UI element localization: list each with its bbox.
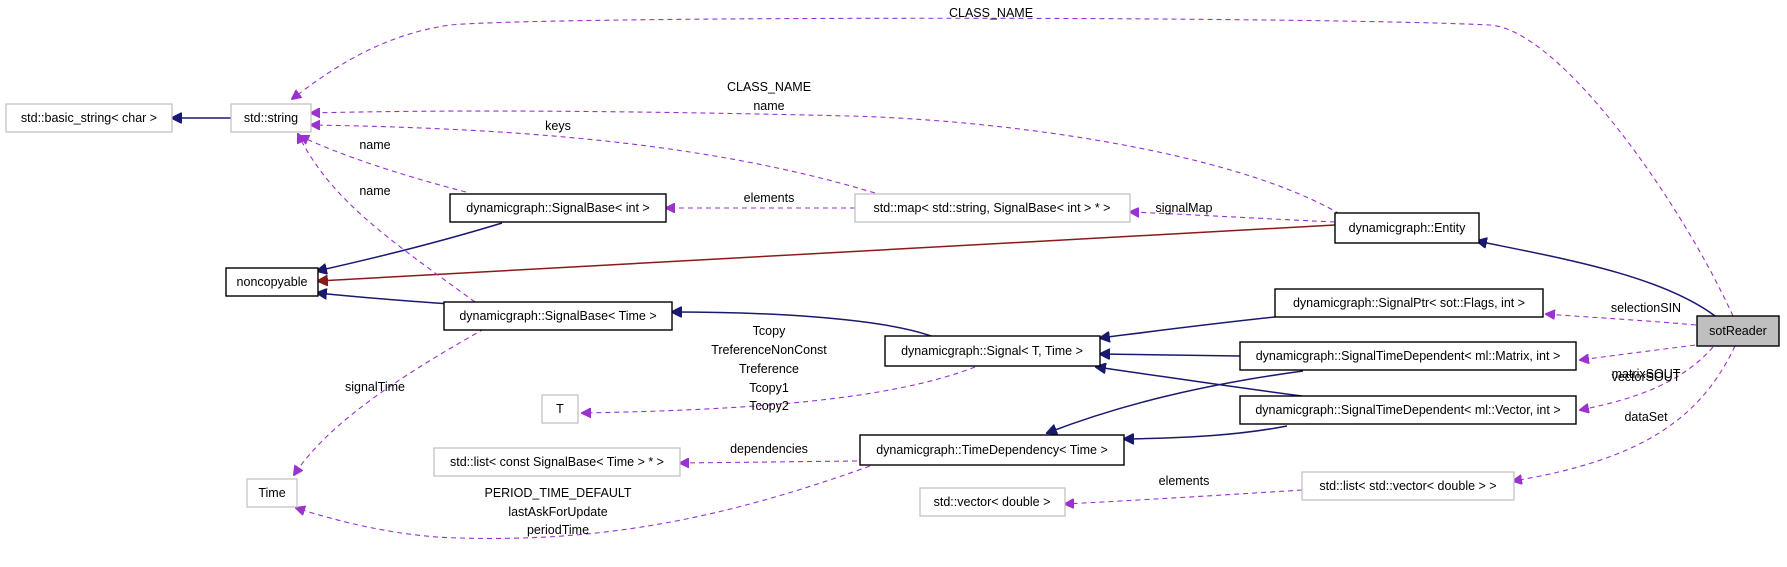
edge-label-class-name-mid: CLASS_NAME <box>727 80 811 94</box>
node-map-label: std::map< std::string, SignalBase< int >… <box>874 201 1111 215</box>
edge-signalptr-to-signal <box>1100 316 1276 338</box>
node-list-vector[interactable]: std::list< std::vector< double > > <box>1301 471 1515 501</box>
edge-label-vector-sout-visible: vectorSOUT <box>1612 370 1681 384</box>
node-signal[interactable]: dynamicgraph::Signal< T, Time > <box>884 335 1101 367</box>
edge-labels: CLASS_NAME CLASS_NAME name keys name nam… <box>345 6 1681 537</box>
edge-label-name-sbtime: name <box>359 184 390 198</box>
edge-std-vector-to-timedependency <box>1124 425 1288 439</box>
edge-signalbase-time-name <box>298 134 476 303</box>
node-basic-string-label: std::basic_string< char > <box>21 111 157 125</box>
edge-signalbase-time-signal-time <box>294 319 501 475</box>
node-signalbase-time[interactable]: dynamicgraph::SignalBase< Time > <box>443 301 673 331</box>
node-std-vector-sig-label: dynamicgraph::SignalTimeDependent< ml::V… <box>1255 403 1560 417</box>
node-std-vector[interactable]: std::vector< double > <box>919 487 1066 517</box>
edge-label-class-name-top: CLASS_NAME <box>949 6 1033 20</box>
edge-label-keys: keys <box>545 119 571 133</box>
node-timedependency[interactable]: dynamicgraph::TimeDependency< Time > <box>859 434 1125 466</box>
edge-std-matrix-to-signal <box>1100 354 1241 356</box>
edge-entity-to-sotreader <box>1477 241 1716 317</box>
edge-sotreader-selection-sin <box>1546 314 1697 326</box>
node-entity-label: dynamicgraph::Entity <box>1349 221 1466 235</box>
edge-label-time-line-2: lastAskForUpdate <box>508 505 607 519</box>
node-std-string-label: std::string <box>244 111 298 125</box>
edge-label-matrix-sout: matrixSOUT <box>1612 367 1681 381</box>
edge-label-signal-time: signalTime <box>345 380 405 394</box>
edge-label-time-line-1: PERIOD_TIME_DEFAULT <box>484 486 631 500</box>
edge-signal-t <box>582 366 976 413</box>
node-noncopyable[interactable]: noncopyable <box>225 267 319 297</box>
node-signalptr-label: dynamicgraph::SignalPtr< sot::Flags, int… <box>1293 296 1525 310</box>
edge-label-t-line-4: Tcopy1 <box>749 381 789 395</box>
edge-label-elements-vector: elements <box>1159 474 1210 488</box>
node-signalptr[interactable]: dynamicgraph::SignalPtr< sot::Flags, int… <box>1274 288 1544 318</box>
edge-signalbase-time-to-noncopyable <box>317 293 452 305</box>
edge-sotreader-vector-sout <box>1580 346 1714 410</box>
edge-label-dependencies: dependencies <box>730 442 808 456</box>
edge-label-t-line-3: Treference <box>739 362 799 376</box>
node-signalbase-int-label: dynamicgraph::SignalBase< int > <box>466 201 649 215</box>
node-std-vector-sig[interactable]: dynamicgraph::SignalTimeDependent< ml::V… <box>1239 395 1577 425</box>
node-sotreader-label: sotReader <box>1709 324 1767 338</box>
edge-label-name-entity: name <box>753 99 784 113</box>
node-signalbase-time-label: dynamicgraph::SignalBase< Time > <box>459 309 656 323</box>
node-map[interactable]: std::map< std::string, SignalBase< int >… <box>854 193 1131 223</box>
node-time-label: Time <box>258 486 285 500</box>
node-sotreader[interactable]: sotReader <box>1696 315 1780 347</box>
nodes: std::basic_string< char > std::string no… <box>5 103 1780 517</box>
node-std-string[interactable]: std::string <box>230 103 312 133</box>
node-basic-string[interactable]: std::basic_string< char > <box>5 103 173 133</box>
edge-label-t-line-5: Tcopy2 <box>749 399 789 413</box>
edge-label-signal-map: signalMap <box>1156 201 1213 215</box>
edge-label-time-line-3: periodTime <box>527 523 589 537</box>
edge-sotreader-matrix-sout <box>1580 343 1705 360</box>
edge-std-vector-to-signal <box>1096 367 1303 397</box>
edge-entity-class-name-name <box>311 111 1341 215</box>
edge-entity-signal-map <box>1130 212 1336 223</box>
edge-signal-to-signalbase-time <box>672 312 935 338</box>
node-list-signalbase[interactable]: std::list< const SignalBase< Time > * > <box>433 447 681 477</box>
node-timedependency-label: dynamicgraph::TimeDependency< Time > <box>876 443 1108 457</box>
node-t[interactable]: T <box>541 394 579 424</box>
edge-label-data-set: dataSet <box>1624 410 1668 424</box>
edges <box>172 17 1736 539</box>
node-list-vector-label: std::list< std::vector< double > > <box>1319 479 1496 493</box>
edge-std-matrix-to-timedependency <box>1047 370 1304 433</box>
edge-map-keys <box>311 125 876 194</box>
edge-sotreader-data-set <box>1513 345 1736 481</box>
edge-label-selection-sin: selectionSIN <box>1611 301 1681 315</box>
node-t-label: T <box>556 402 564 416</box>
edge-timedependency-dependencies <box>680 461 858 463</box>
edge-label-t-line-2: TreferenceNonConst <box>711 343 827 357</box>
node-noncopyable-label: noncopyable <box>237 275 308 289</box>
edge-list-vector-elements <box>1065 489 1303 504</box>
edge-sotreader-class-name <box>292 17 1734 317</box>
node-std-vector-label: std::vector< double > <box>934 495 1051 509</box>
node-signalbase-int[interactable]: dynamicgraph::SignalBase< int > <box>449 193 667 223</box>
node-signal-label: dynamicgraph::Signal< T, Time > <box>901 344 1083 358</box>
edge-label-name-sbint: name <box>359 138 390 152</box>
node-entity[interactable]: dynamicgraph::Entity <box>1334 212 1480 244</box>
edge-label-elements-map: elements <box>744 191 795 205</box>
edge-label-t-line-1: Tcopy <box>753 324 786 338</box>
node-time[interactable]: Time <box>246 478 298 508</box>
node-std-matrix-label: dynamicgraph::SignalTimeDependent< ml::M… <box>1256 349 1561 363</box>
node-list-signalbase-label: std::list< const SignalBase< Time > * > <box>450 455 664 469</box>
node-std-matrix[interactable]: dynamicgraph::SignalTimeDependent< ml::M… <box>1239 341 1577 371</box>
edge-timedependency-time <box>296 465 871 539</box>
edge-signalbase-int-to-noncopyable <box>317 222 503 271</box>
edge-entity-to-noncopyable <box>318 224 1336 281</box>
